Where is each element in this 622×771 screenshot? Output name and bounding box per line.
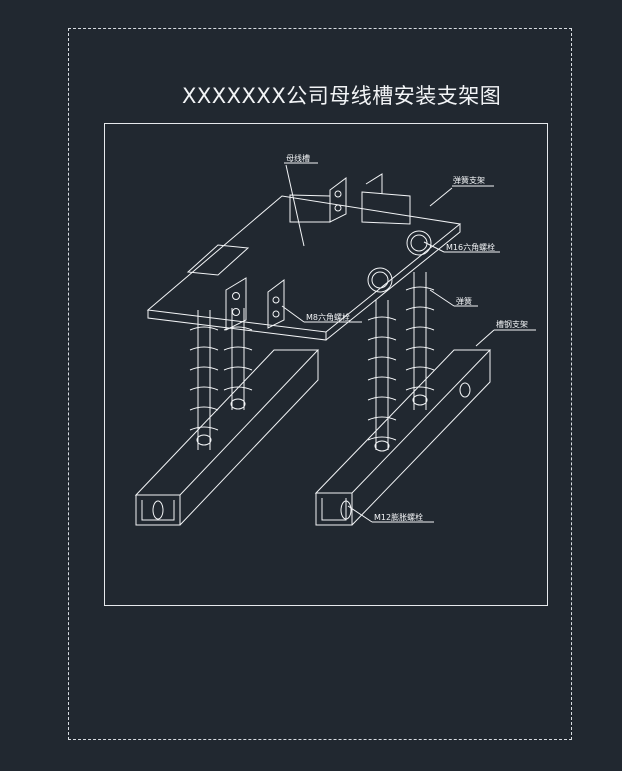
drawing-title: XXXXXXX公司母线槽安装支架图 [182, 84, 502, 108]
spring-bracket-label: 弹簧支架 [453, 175, 485, 185]
m12-anchor-label: M12膨胀螺栓 [374, 512, 423, 522]
drawing-frame [104, 123, 548, 606]
spring-columns [189, 272, 435, 452]
mounting-plates-and-bolts [225, 173, 432, 331]
busway-label: 母线槽 [286, 153, 310, 163]
channel-bracket-label: 槽钢支架 [496, 319, 528, 329]
busway-body [146, 191, 462, 341]
leader-lines [281, 162, 536, 523]
m8-bolt-label: M8六角螺栓 [306, 312, 350, 322]
left-channel-steel [134, 349, 320, 526]
right-channel-steel [314, 349, 492, 526]
spring-label: 弹簧 [456, 296, 472, 306]
drawing-sheet-border [68, 28, 572, 740]
m16-bolt-label: M16六角螺栓 [446, 242, 495, 252]
